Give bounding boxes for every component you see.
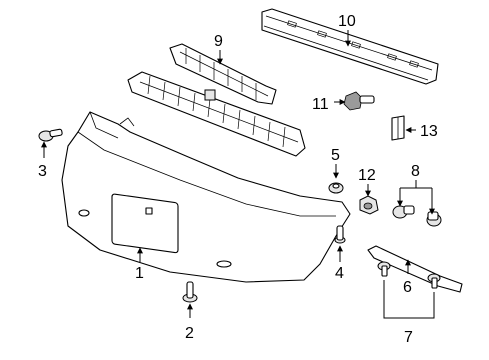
bolt-left [38, 128, 63, 142]
clip-8-left [392, 205, 415, 219]
bolt-upper-right [343, 91, 375, 111]
upper-absorber [169, 43, 277, 105]
callout-5: 5 [331, 147, 340, 164]
bolt-2 [182, 281, 198, 303]
callout-13: 13 [420, 123, 438, 140]
nut-12 [359, 195, 379, 215]
callout-6: 6 [403, 279, 412, 296]
pin-7-right [427, 273, 441, 289]
callout-4: 4 [335, 265, 344, 282]
callout-8: 8 [411, 163, 420, 180]
retainer-clip [391, 115, 405, 141]
callout-12: 12 [358, 167, 376, 184]
callout-1: 1 [135, 265, 144, 282]
leader-lines [41, 30, 435, 319]
callout-labels: 10 9 11 13 3 5 12 8 1 4 6 7 2 [38, 13, 438, 346]
bumper-cover [61, 111, 351, 283]
pin-7-left [377, 261, 391, 277]
callout-2: 2 [185, 325, 194, 342]
callout-10: 10 [338, 13, 356, 30]
lower-absorber [127, 71, 306, 157]
push-clip-5 [328, 182, 344, 194]
callout-11: 11 [312, 96, 329, 113]
callout-7: 7 [404, 329, 413, 346]
callout-9: 9 [214, 33, 223, 50]
push-pin-4 [334, 225, 346, 244]
clip-8-right [426, 211, 442, 227]
callout-3: 3 [38, 163, 47, 180]
